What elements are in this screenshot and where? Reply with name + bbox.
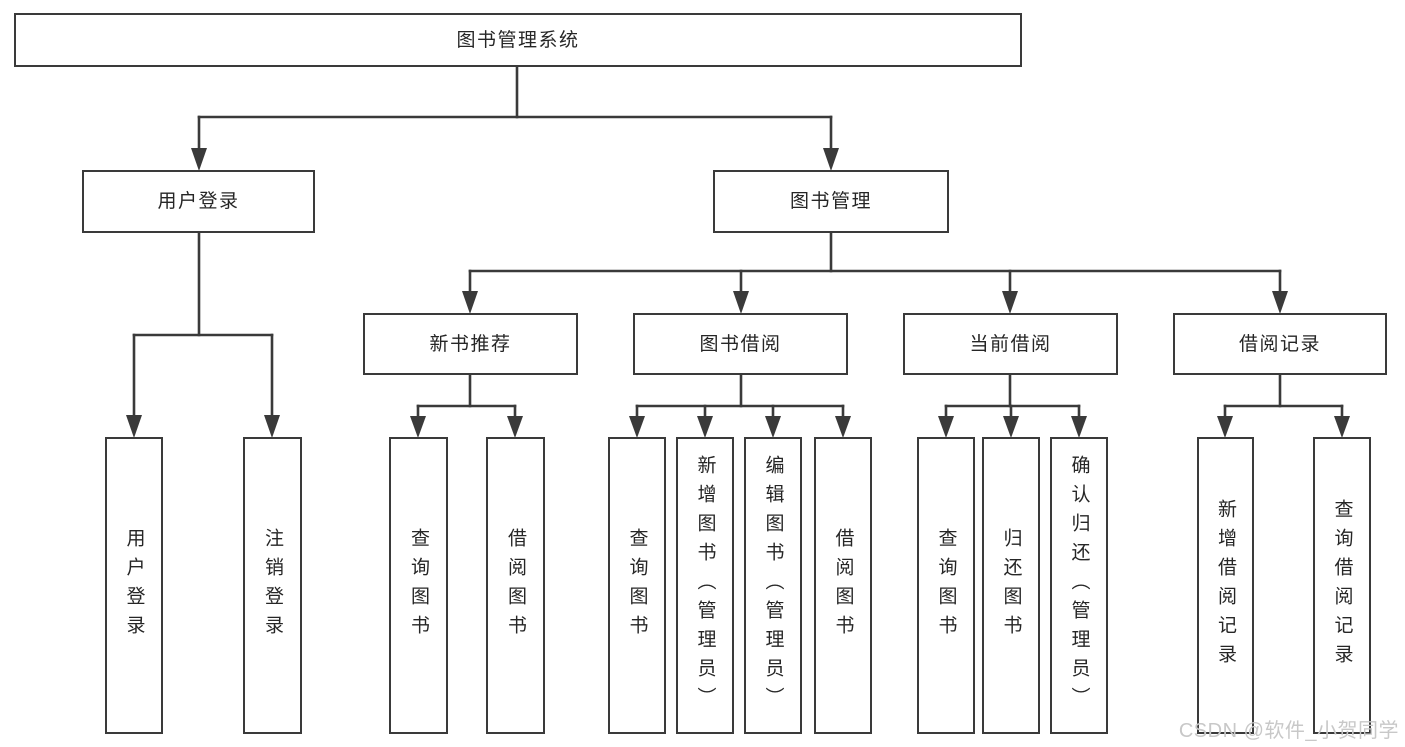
arrowhead-down-icon bbox=[1071, 416, 1087, 438]
arrowhead-down-icon bbox=[507, 416, 523, 438]
arrowhead-down-icon bbox=[629, 416, 645, 438]
arrowhead-down-icon bbox=[835, 416, 851, 438]
leaf-user-login-label: 用户登录 bbox=[123, 527, 145, 644]
leaf-add-borrow-record-label: 新增借阅记录 bbox=[1215, 498, 1236, 673]
arrowhead-down-icon bbox=[1272, 291, 1288, 314]
arrowhead-down-icon bbox=[938, 416, 954, 438]
arrowhead-down-icon bbox=[1002, 291, 1018, 314]
arrowhead-down-icon bbox=[823, 148, 839, 171]
node-current-borrow-label: 当前借阅 bbox=[969, 333, 1052, 355]
node-user-login-label: 用户登录 bbox=[157, 191, 240, 212]
connector-book-mgmt bbox=[462, 231, 1288, 314]
connector-root bbox=[191, 65, 839, 171]
leaf-borrow-book-label: 借阅图书 bbox=[832, 527, 854, 644]
arrowhead-down-icon bbox=[191, 148, 207, 171]
connector-borrow-record bbox=[1217, 373, 1350, 438]
leaf-logout: 注销登录 bbox=[243, 437, 302, 734]
leaf-add-book-admin: 新增图书（管理员） bbox=[676, 437, 734, 734]
leaf-add-borrow-record: 新增借阅记录 bbox=[1197, 437, 1254, 734]
leaf-query-book-newbooks: 查询图书 bbox=[389, 437, 448, 734]
arrowhead-down-icon bbox=[1003, 416, 1019, 438]
arrowhead-down-icon bbox=[733, 291, 749, 314]
leaf-return-book: 归还图书 bbox=[982, 437, 1040, 734]
node-user-login: 用户登录 bbox=[82, 170, 315, 233]
arrowhead-down-icon bbox=[697, 416, 713, 438]
leaf-query-book-newbooks-label: 查询图书 bbox=[408, 527, 429, 644]
node-new-books: 新书推荐 bbox=[363, 313, 578, 375]
arrowhead-down-icon bbox=[462, 291, 478, 314]
leaf-logout-label: 注销登录 bbox=[262, 527, 283, 644]
leaf-confirm-return-admin-label: 确认归还（管理员） bbox=[1068, 455, 1090, 716]
leaf-add-book-admin-label: 新增图书（管理员） bbox=[694, 455, 716, 716]
leaf-query-book-borrowsec-label: 查询图书 bbox=[626, 527, 648, 644]
arrowhead-down-icon bbox=[1217, 416, 1233, 438]
leaf-return-book-label: 归还图书 bbox=[1000, 527, 1022, 644]
arrowhead-down-icon bbox=[126, 415, 142, 438]
leaf-user-login: 用户登录 bbox=[105, 437, 163, 734]
leaf-query-book-currentsec: 查询图书 bbox=[917, 437, 975, 734]
node-root: 图书管理系统 bbox=[14, 13, 1022, 67]
arrowhead-down-icon bbox=[1334, 416, 1350, 438]
arrowhead-down-icon bbox=[410, 416, 426, 438]
node-book-mgmt-label: 图书管理 bbox=[789, 191, 872, 212]
node-book-borrow-label: 图书借阅 bbox=[699, 333, 782, 355]
node-borrow-record: 借阅记录 bbox=[1173, 313, 1387, 375]
node-book-borrow: 图书借阅 bbox=[633, 313, 848, 375]
leaf-borrow-book: 借阅图书 bbox=[814, 437, 872, 734]
leaf-edit-book-admin: 编辑图书（管理员） bbox=[744, 437, 802, 734]
arrowhead-down-icon bbox=[765, 416, 781, 438]
leaf-query-book-currentsec-label: 查询图书 bbox=[935, 527, 957, 644]
node-root-label: 图书管理系统 bbox=[456, 29, 580, 51]
leaf-borrow-book-newbooks-label: 借阅图书 bbox=[505, 527, 526, 644]
connector-book-borrow bbox=[629, 373, 851, 438]
leaf-query-book-borrowsec: 查询图书 bbox=[608, 437, 666, 734]
leaf-query-borrow-record-label: 查询借阅记录 bbox=[1331, 498, 1353, 673]
watermark: CSDN @软件_小贺同学 bbox=[1178, 720, 1399, 742]
leaf-borrow-book-newbooks: 借阅图书 bbox=[486, 437, 545, 734]
node-current-borrow: 当前借阅 bbox=[903, 313, 1118, 375]
leaf-query-borrow-record: 查询借阅记录 bbox=[1313, 437, 1371, 734]
node-borrow-record-label: 借阅记录 bbox=[1238, 333, 1321, 355]
connector-user-login bbox=[126, 231, 280, 438]
leaf-confirm-return-admin: 确认归还（管理员） bbox=[1050, 437, 1108, 734]
node-book-mgmt: 图书管理 bbox=[713, 170, 949, 233]
connector-new-books bbox=[410, 373, 523, 438]
arrowhead-down-icon bbox=[264, 415, 280, 438]
leaf-edit-book-admin-label: 编辑图书（管理员） bbox=[762, 455, 784, 716]
node-new-books-label: 新书推荐 bbox=[429, 333, 512, 355]
connector-current-borrow bbox=[938, 373, 1087, 438]
